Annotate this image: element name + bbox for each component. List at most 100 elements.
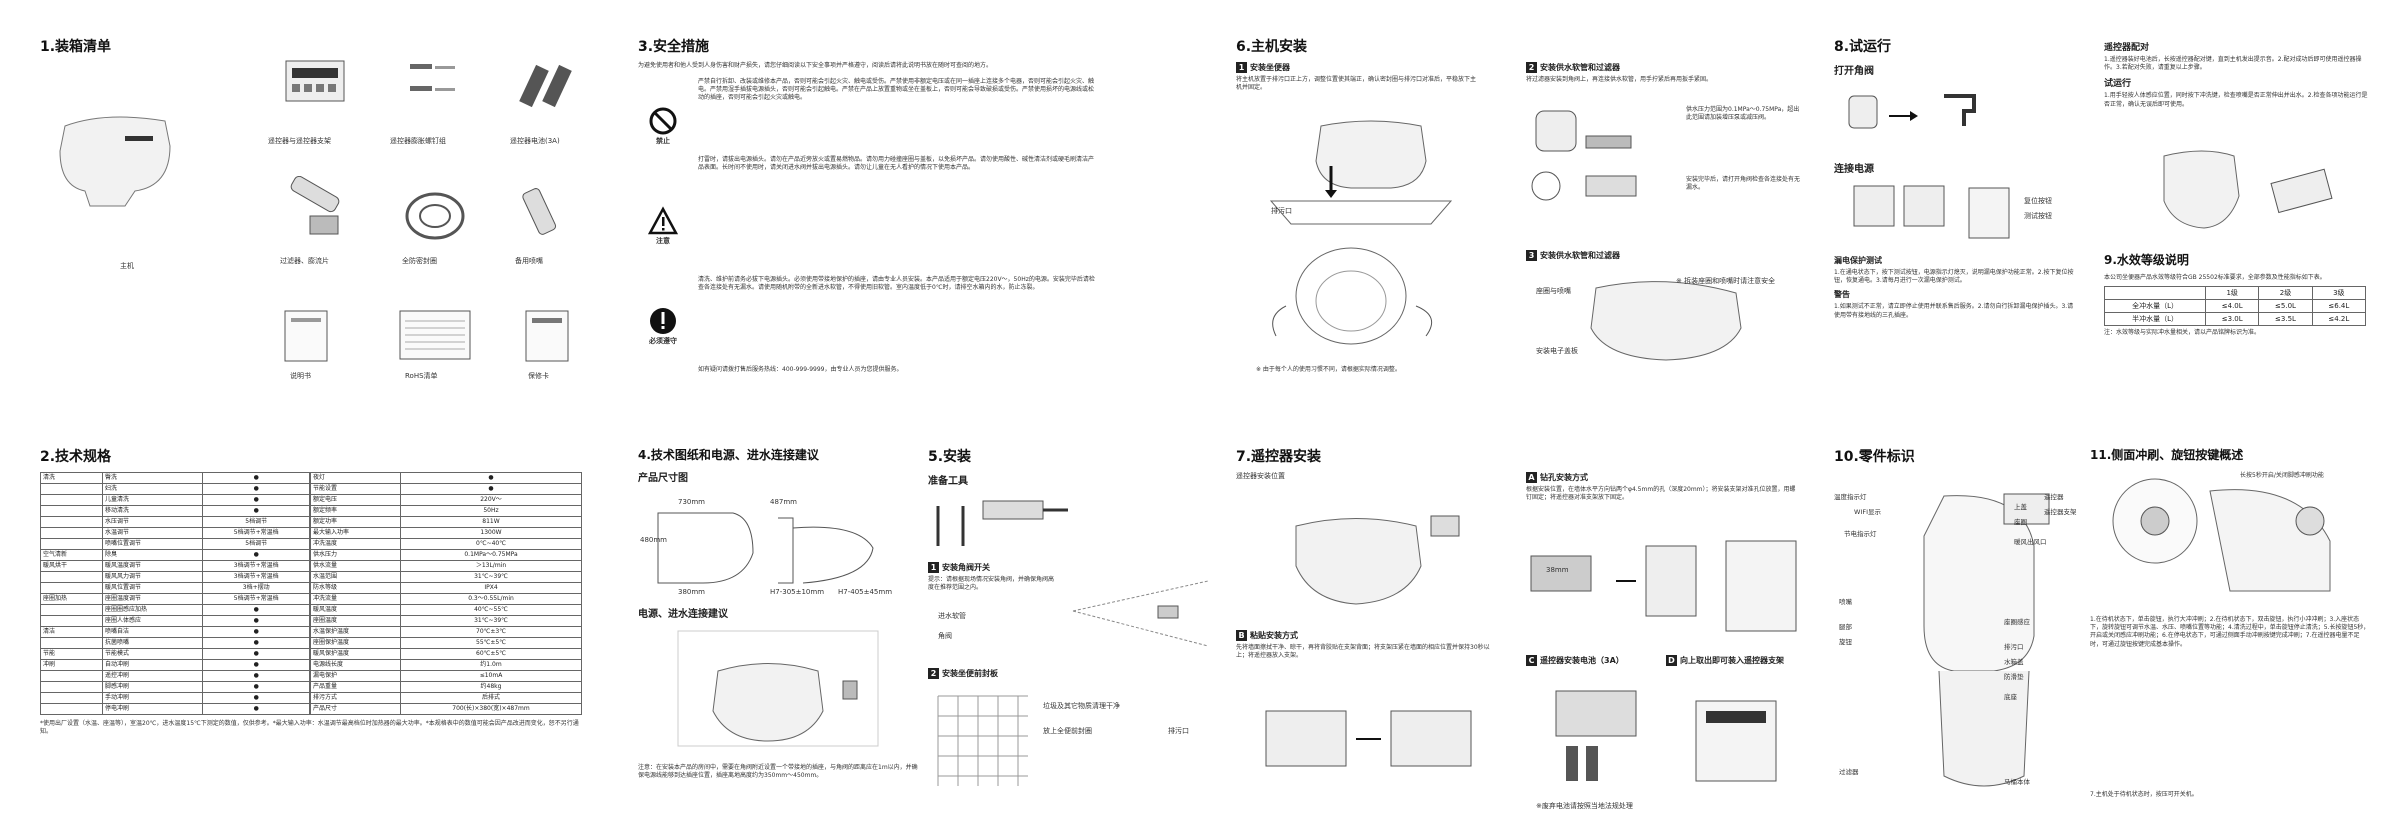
spec-cell (40, 692, 103, 704)
side-button-drawing (2112, 478, 2331, 592)
spec-row: 座圈圈感应加热● (40, 604, 310, 616)
dim-h2: H7-405±45mm (838, 588, 893, 596)
side-title: 11.侧面冲刷、旋钮按键概述 (2090, 448, 2244, 462)
spec-cell: 3档调节+常温档 (202, 571, 310, 583)
item-label: 全防密封圈 (402, 257, 437, 265)
place-seal-label: 放上全便前封圈 (1043, 727, 1092, 735)
spec-cell: ● (202, 670, 310, 682)
spec-cell: 产品尺寸 (310, 703, 401, 715)
spec-cell: 抗菌喷嘴 (101, 637, 204, 649)
spec-cell: 排污方式 (310, 692, 401, 704)
adhesive-install-icon (1265, 710, 1472, 767)
packing-panel: 1.装箱清单 主机 遥控器与遥控器支架 遥控器膨胀螺钉组 遥控器电池(3A) 过… (40, 36, 600, 386)
spec-cell (40, 494, 103, 506)
spec-cell: ● (202, 615, 310, 627)
spec-row: 脚感冲刷● (40, 681, 310, 693)
spec-cell: 冲洗温度 (310, 538, 401, 550)
spec-cell: 臀洗 (101, 472, 204, 484)
spec-cell: 暖风烘干 (40, 560, 103, 572)
spec-cell: 节能设置 (310, 483, 401, 495)
trial-run-title: 试运行 (2104, 79, 2132, 90)
spec-cell: ● (202, 703, 310, 715)
spec-cell: 除臭 (101, 549, 204, 561)
remote-location-drawing (1295, 515, 1460, 605)
part-label: 马桶本体 (2004, 778, 2030, 786)
spec-cell: 儿童清洗 (101, 494, 204, 506)
side-text: 1.在待机状态下，单击旋钮，执行大冲冲刷；2.在待机状态下，双击旋钮，执行小冲冲… (2090, 616, 2370, 648)
spec-cell: 脚感冲刷 (101, 681, 204, 693)
spec-cell: 空气清新 (40, 549, 103, 561)
nozzle-icon (522, 188, 557, 235)
dim-38mm: 38mm (1546, 566, 1569, 574)
spec-cell (40, 681, 103, 693)
side-end: 7.主机处于待机状态时，按压可开关机。 (2090, 791, 2198, 798)
spec-cell: 额定频率 (310, 505, 401, 517)
spec-row: 节能节能模式● (40, 648, 310, 660)
spec-cell: 70℃±3℃ (400, 626, 582, 638)
spec-cell: ● (202, 659, 310, 671)
tools-title: 准备工具 (928, 476, 968, 487)
spec-cell (40, 483, 103, 495)
spec-row: 清洗臀洗● (40, 472, 310, 484)
part-label: 遥控器支架 (2044, 508, 2077, 516)
spec-cell: ● (202, 604, 310, 616)
part-label: 座圈感应 (2004, 618, 2030, 626)
trial-panel: 8.试运行 打开角阀 连接电源 复位按钮 测试按钮 漏电保护测试 1.在通电状态… (1834, 36, 2374, 386)
spec-cell: 喷嘴自洁 (101, 626, 204, 638)
remote-mount-icon (1695, 700, 1777, 782)
screw-icon (410, 64, 455, 91)
spec-cell: 座圈保护温度 (310, 637, 401, 649)
part-label: 温度指示灯 (1834, 493, 1867, 501)
item-label: 主机 (120, 262, 134, 270)
install-step3-note: ※ 拆装座圈和喷嘴时请注意安全 (1676, 277, 1776, 285)
remote-step-c-title: 遥控器安装电池（3A） (1540, 656, 1624, 665)
mandatory-icon (650, 308, 676, 334)
seat-label: 座圈与喷嘴 (1536, 287, 1571, 295)
spec-cell: 50Hz (400, 505, 582, 517)
spec-cell: 座圈人体感应 (101, 615, 204, 627)
install-title: 6.主机安装 (1236, 39, 1308, 55)
spec-cell (40, 527, 103, 539)
battery-install-icon (1555, 690, 1637, 781)
spec-cell (40, 670, 103, 682)
remote-icon (285, 60, 345, 102)
install-step3-title: 安装供水软管和过滤器 (1540, 251, 1620, 260)
spec-cell: 暖风温度 (310, 604, 401, 616)
install-step1-title: 安装坐便器 (1250, 63, 1290, 72)
spec-cell: 手动冲刷 (101, 692, 204, 704)
remote-pair-title: 遥控器配对 (2104, 43, 2150, 53)
drawings-title: 4.技术图纸和电源、进水连接建议 (638, 448, 819, 462)
trial-toilet-icon (2163, 150, 2333, 229)
note-text: 打雷时，请拔出电源插头。请勿在产品近旁放火或置易燃物品。请勿用力碰撞座圈与盖板，… (698, 156, 1095, 172)
must-text: 清洗、维护前请务必拔下电源插头。必须使用带接地保护的插座，请由专业人员安装。本产… (698, 276, 1095, 292)
specs-title: 2.技术规格 (40, 449, 112, 465)
spec-row: 停电冲刷● (40, 703, 310, 715)
spec-cell (40, 505, 103, 517)
remote-step-b-title: 粘贴安装方式 (1250, 631, 1298, 640)
spec-row: 抗菌喷嘴● (40, 637, 310, 649)
leak-text: 1.在通电状态下，按下测试按钮，电源指示灯熄灭，说明漏电保护功能正常。2.按下复… (1834, 269, 2074, 285)
filter-icon (290, 176, 340, 235)
spec-cell: ● (202, 472, 310, 484)
install-step2-note1: 供水压力范围为0.1MPa～0.75MPa，超出此范围请加装增压泵或减压阀。 (1686, 106, 1800, 122)
spec-cell: ● (202, 483, 310, 495)
power-connection-drawing (677, 630, 879, 747)
hose-label: 进水软管 (938, 612, 966, 620)
spec-cell: 遥控冲刷 (101, 670, 204, 682)
safety-panel: 3.安全措施 为避免使用者和他人受到人身伤害和财产损失，请您仔细阅读以下安全事项… (638, 36, 1108, 386)
ban-text: 严禁自行拆卸、改装或维修本产品，否则可能会引起火灾、触电或受伤。严禁使用非额定电… (698, 78, 1095, 102)
battery-icon (519, 64, 572, 108)
spec-cell: ● (202, 637, 310, 649)
seal-ring-icon (405, 192, 465, 240)
spec-cell: ● (202, 505, 310, 517)
angle-valve-icon (1072, 580, 1209, 647)
spec-cell: 节能模式 (101, 648, 204, 660)
tools-icon (936, 500, 1068, 546)
spec-cell: 冲洗流量 (310, 593, 401, 605)
